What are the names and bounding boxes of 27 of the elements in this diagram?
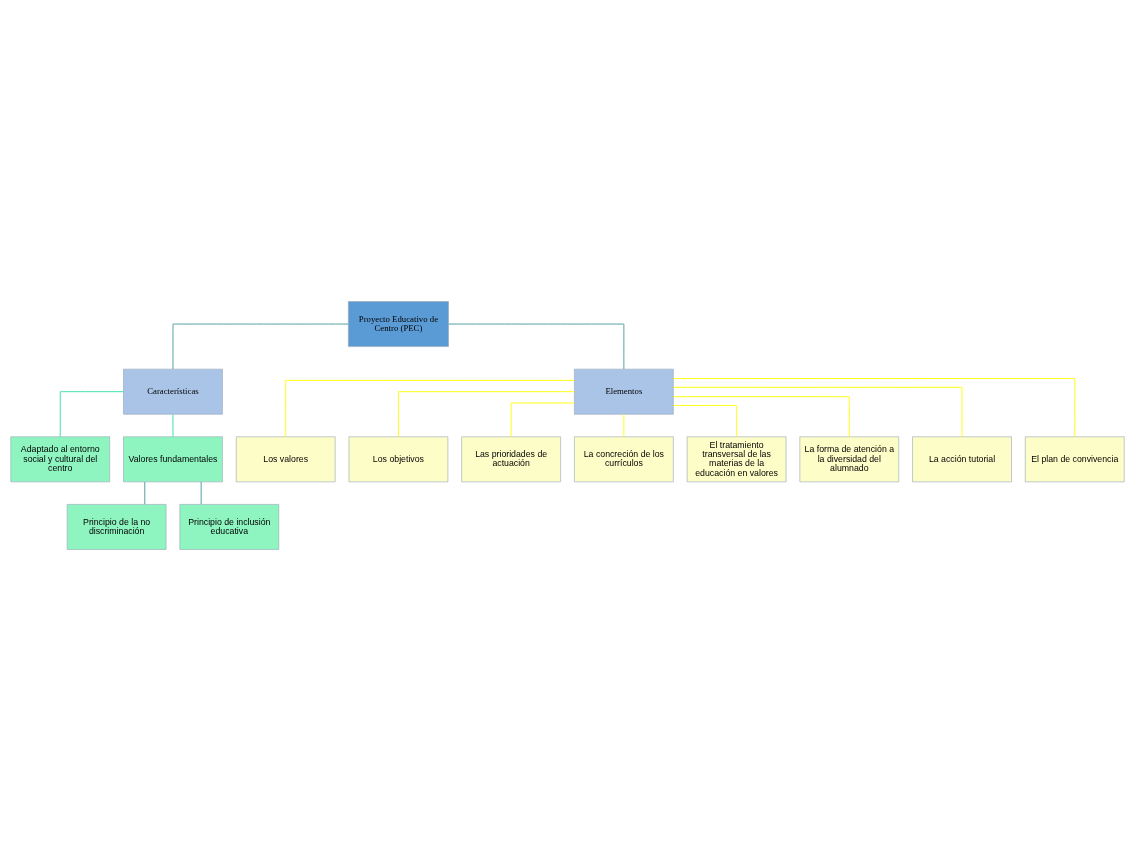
connector xyxy=(673,404,738,437)
connector xyxy=(448,323,625,369)
connector xyxy=(285,379,575,437)
connector xyxy=(200,481,202,505)
node-box: La forma de atención a la diversidad del alumnado xyxy=(799,435,900,482)
node-box: El plan de convivencia xyxy=(1024,435,1125,482)
node-box: Las prioridades de actuación xyxy=(461,435,561,482)
node-box: Valores fundamentales xyxy=(123,435,223,482)
connector xyxy=(59,390,124,437)
node-box: Los objetivos xyxy=(348,435,449,482)
node-box: La concreción de los currículos xyxy=(574,435,674,482)
node-box: Proyecto Educativo de Centro (PEC) xyxy=(348,300,449,347)
connector xyxy=(397,390,575,437)
node-box: Los valores xyxy=(235,435,336,482)
node-box: Características xyxy=(123,368,223,415)
node-box: Principio de la no discriminación xyxy=(66,503,167,550)
connector xyxy=(672,386,963,437)
node-box: Adaptado al entorno social y cultural del centro xyxy=(10,435,111,482)
node-box: Elementos xyxy=(574,368,674,415)
node-box: Principio de inclusión educativa xyxy=(179,503,280,550)
node-box: La acción tutorial xyxy=(912,435,1012,482)
connector xyxy=(144,481,146,505)
connector xyxy=(172,323,349,369)
connector xyxy=(510,402,575,437)
connector xyxy=(672,395,850,437)
node-box: El tratamiento transversal de las materias de la educación en valores xyxy=(686,435,787,482)
connector xyxy=(672,377,1076,437)
